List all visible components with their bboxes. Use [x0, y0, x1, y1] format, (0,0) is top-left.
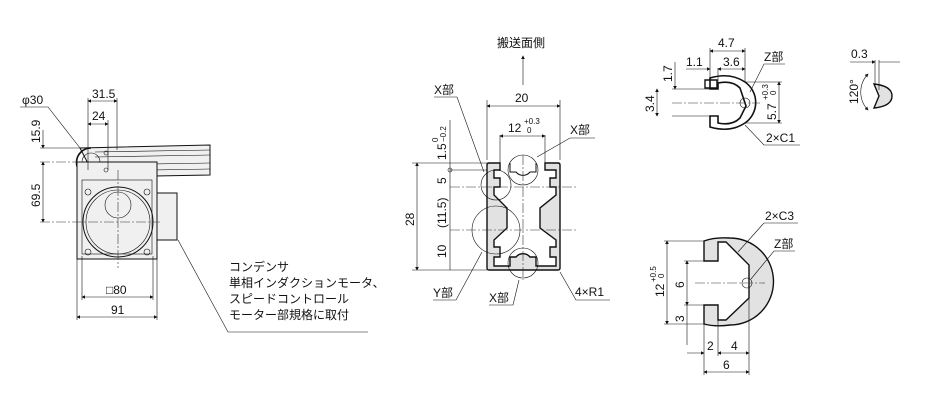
label-y-part: Y部: [433, 285, 453, 300]
dim-10: 10: [435, 244, 449, 258]
dim-5-7: 5.7: [765, 103, 779, 120]
label-x-part-2: X部: [570, 122, 590, 137]
aluminum-profile: [486, 162, 561, 271]
dim-0-3: 0.3: [851, 47, 868, 61]
label-x-part-1: X部: [434, 82, 454, 97]
label-z-part: Z部: [774, 236, 793, 251]
label-z-part: Z部: [764, 49, 783, 64]
dim-1-7: 1.7: [661, 65, 675, 82]
dim-91: 91: [111, 303, 125, 317]
dim-69-5: 69.5: [29, 183, 43, 207]
note-line-4: モーター部規格に取付: [229, 307, 349, 322]
dim-6-vertical: 6: [673, 281, 687, 288]
dim-31-5: 31.5: [92, 87, 116, 101]
dim-15-9: 15.9: [29, 119, 43, 143]
side-view: φ30 31.5 24 15.9 69.5 □80 91 コンデンサ 単相インダ…: [20, 87, 385, 333]
tol-upper: +0.3: [761, 84, 770, 100]
dim-5: 5: [435, 177, 449, 184]
dim-20: 20: [515, 91, 529, 105]
detail-z: 0.3 120°: [847, 47, 900, 111]
dim-120-deg: 120°: [847, 79, 861, 104]
note-line-1: コンデンサ: [229, 259, 289, 274]
tol-lower: 0: [769, 90, 778, 95]
detail-y: 12 +0.5 0 6 3 2 4 6 2×C3 Z部: [649, 209, 798, 375]
detail-x: 4.7 1.1 3.6 1.7 3.4 5.7 +0.3 0 Z部 2×C1: [643, 36, 800, 146]
label-2xC1: 2×C1: [766, 131, 795, 145]
dim-3-4: 3.4: [643, 95, 657, 112]
dim-11-5: (11.5): [435, 198, 449, 228]
dim-phi30: φ30: [22, 93, 43, 107]
tol-upper: 0: [431, 137, 440, 142]
dim-1-5: 1.5: [435, 143, 449, 160]
dim-6-horizontal: 6: [723, 358, 730, 372]
label-x-part-3: X部: [489, 290, 509, 305]
note-line-3: スピードコントロール: [229, 292, 349, 306]
profile-section: 搬送面側 20 12 +0.3 0 28 1.5 0 −0.2 5 (11.5)…: [403, 35, 610, 306]
label-4xR1: 4×R1: [575, 285, 604, 299]
tol-upper: +0.3: [524, 117, 540, 126]
z-groove-shape: [872, 83, 893, 109]
tol-lower: 0: [527, 126, 532, 135]
dim-1-1: 1.1: [686, 55, 703, 69]
dim-24: 24: [92, 109, 106, 123]
dim-12: 12: [508, 121, 522, 135]
dim-4-7: 4.7: [718, 36, 735, 50]
note-line-2: 単相インダクションモータ、: [229, 275, 385, 290]
tol-lower: −0.2: [439, 126, 448, 142]
dim-28: 28: [403, 212, 417, 226]
dim-square-80: □80: [106, 283, 127, 297]
label-2xC3: 2×C3: [765, 209, 794, 223]
tol-lower: 0: [657, 273, 666, 278]
dim-2: 2: [707, 339, 714, 353]
dim-3: 3: [673, 315, 687, 322]
dim-4: 4: [731, 339, 738, 353]
capacitor: [156, 192, 178, 241]
conveying-side-label: 搬送面側: [497, 35, 545, 50]
dim-3-6: 3.6: [723, 55, 740, 69]
y-slot-shape: [703, 237, 775, 327]
dim-12: 12: [653, 283, 667, 297]
tol-upper: +0.5: [649, 266, 658, 282]
